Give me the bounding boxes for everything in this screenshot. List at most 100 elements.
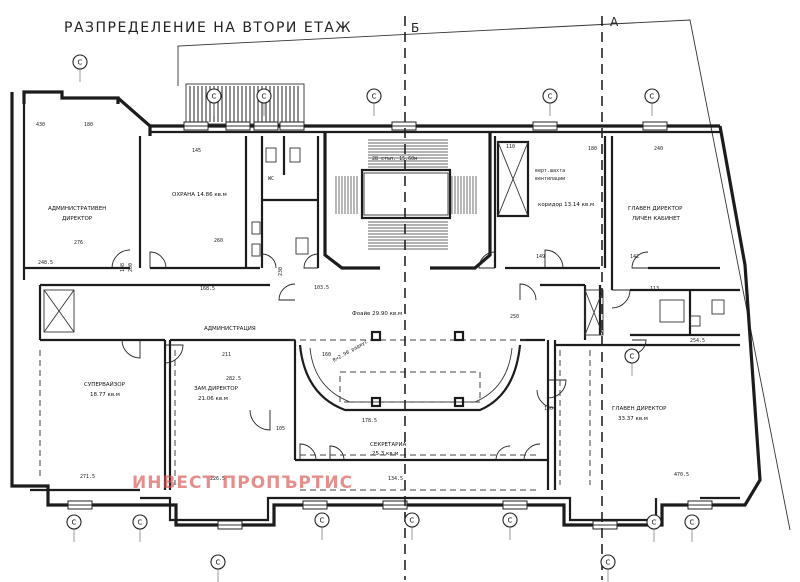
vent-label: верт.шахта: [535, 168, 565, 174]
plan-title: РАЗПРЕДЕЛЕНИЕ НА ВТОРИ ЕТАЖ: [64, 20, 352, 36]
window-marker: C: [624, 348, 640, 376]
room-deputy-area: 21.06 кв.м: [198, 396, 228, 402]
svg-text:103.5: 103.5: [314, 285, 329, 291]
svg-text:271.5: 271.5: [80, 474, 95, 480]
svg-text:C: C: [78, 59, 83, 67]
svg-text:276: 276: [74, 240, 83, 246]
svg-text:230: 230: [278, 267, 284, 276]
axis-label-a: А: [610, 15, 619, 29]
svg-text:149: 149: [536, 254, 545, 260]
window-marker: C: [644, 88, 660, 116]
window-marker: C: [210, 554, 226, 582]
svg-text:282.5: 282.5: [226, 376, 241, 382]
staircase: 28 стъп. 15.60м: [335, 139, 477, 250]
svg-text:178.5: 178.5: [362, 418, 377, 424]
window-markers: C C C C C C C C C C C C C C C C: [66, 54, 700, 582]
dimension-labels: 430 180 276 248.5 145 260 108 200 230 11…: [36, 122, 705, 482]
svg-text:226.5: 226.5: [210, 476, 225, 482]
building-outline: [10, 90, 762, 527]
window-marker: C: [404, 512, 420, 540]
radius-label: R=2.90 радиус: [332, 339, 369, 364]
svg-text:260: 260: [214, 238, 223, 244]
svg-text:C: C: [650, 93, 655, 101]
window-marker: C: [314, 512, 330, 540]
svg-text:240: 240: [654, 146, 663, 152]
room-gen-dir-office-label: ГЛАВЕН ДИРЕКТОР: [628, 206, 683, 212]
svg-text:168.5: 168.5: [200, 286, 215, 292]
svg-text:180: 180: [84, 122, 93, 128]
svg-text:C: C: [652, 519, 657, 527]
svg-text:C: C: [216, 559, 221, 567]
svg-text:160: 160: [322, 352, 331, 358]
vent-shaft: верт.шахта вентилации: [496, 140, 565, 218]
room-supervisor-label: СУПЕРВАЙЗОР: [84, 381, 126, 388]
door-swings: [111, 249, 649, 461]
svg-text:C: C: [212, 93, 217, 101]
svg-text:430: 430: [36, 122, 45, 128]
svg-text:211: 211: [222, 352, 231, 358]
svg-text:250: 250: [510, 314, 519, 320]
room-labels: АДМИНИСТРАТИВЕН ДИРЕКТОР ОХРАНА 14.86 кв…: [48, 176, 683, 457]
svg-text:C: C: [138, 519, 143, 527]
svg-text:150: 150: [544, 406, 553, 412]
svg-text:248.5: 248.5: [38, 260, 53, 266]
closet: [43, 289, 604, 336]
room-secretary-label: СЕКРЕТАРИА: [370, 442, 407, 448]
room-supervisor-area: 18.77 кв.м: [90, 392, 120, 398]
svg-text:C: C: [630, 353, 635, 361]
svg-text:134.5: 134.5: [388, 476, 403, 482]
wc-label: WC: [268, 176, 274, 182]
window-marker: C: [684, 514, 700, 542]
room-foyer-label: Фоайе 29.90 кв.м: [352, 310, 402, 317]
room-administration-label: АДМИНИСТРАЦИЯ: [204, 326, 256, 332]
site-boundary: [177, 19, 791, 531]
stair-label: 28 стъп. 15.60м: [372, 156, 417, 162]
svg-text:180: 180: [588, 146, 597, 152]
svg-text:C: C: [320, 517, 325, 525]
window-marker: C: [206, 88, 222, 116]
svg-text:470.5: 470.5: [674, 472, 689, 478]
svg-text:C: C: [606, 559, 611, 567]
room-secretary-area: 25.3 кв.м: [372, 451, 398, 457]
interior-walls: [24, 132, 740, 490]
room-admin-director-label-2: ДИРЕКТОР: [62, 216, 93, 222]
svg-text:C: C: [262, 93, 267, 101]
svg-text:110: 110: [506, 144, 515, 150]
watermark: ИНВЕСТ ПРОПЪРТИС: [132, 473, 353, 493]
svg-text:254.5: 254.5: [690, 338, 705, 344]
room-gen-dir-area: 33.37 кв.м: [618, 416, 648, 422]
axis-label-b: Б: [411, 21, 419, 35]
svg-text:C: C: [410, 517, 415, 525]
room-guard-label: ОХРАНА 14.86 кв.м: [172, 192, 227, 198]
svg-text:200: 200: [128, 263, 134, 272]
window-marker: C: [72, 54, 88, 82]
svg-text:C: C: [548, 93, 553, 101]
window-marker: C: [646, 514, 662, 542]
window-marker: C: [256, 88, 272, 116]
room-gen-dir-office-label-2: ЛИЧЕН КАБИНЕТ: [632, 216, 681, 222]
room-admin-director-label: АДМИНИСТРАТИВЕН: [48, 206, 106, 212]
svg-text:145: 145: [192, 148, 201, 154]
vent-label-2: вентилации: [535, 176, 565, 182]
window-marker: C: [600, 554, 616, 582]
foyer-arc: R=2.90 радиус: [290, 330, 530, 412]
room-corridor-label: коридор 13.14 кв.м: [538, 202, 594, 208]
svg-text:113: 113: [650, 286, 659, 292]
room-gen-dir-label: ГЛАВЕН ДИРЕКТОР: [612, 406, 667, 412]
window-marker: C: [132, 514, 148, 542]
window-marker: C: [502, 512, 518, 540]
grid-axes: Б А: [404, 15, 619, 580]
window-marker: C: [542, 88, 558, 116]
hatched-strip: [185, 83, 305, 125]
svg-text:142: 142: [630, 254, 639, 260]
svg-text:C: C: [508, 517, 513, 525]
svg-text:108: 108: [120, 263, 126, 272]
wc-fixtures: [251, 147, 725, 327]
svg-text:C: C: [372, 93, 377, 101]
window-marker: C: [366, 88, 382, 116]
room-deputy-label: ЗАМ.ДИРЕКТОР: [194, 386, 239, 392]
svg-text:105: 105: [276, 426, 285, 432]
dashed-furniture: [39, 350, 591, 491]
svg-text:C: C: [72, 519, 77, 527]
